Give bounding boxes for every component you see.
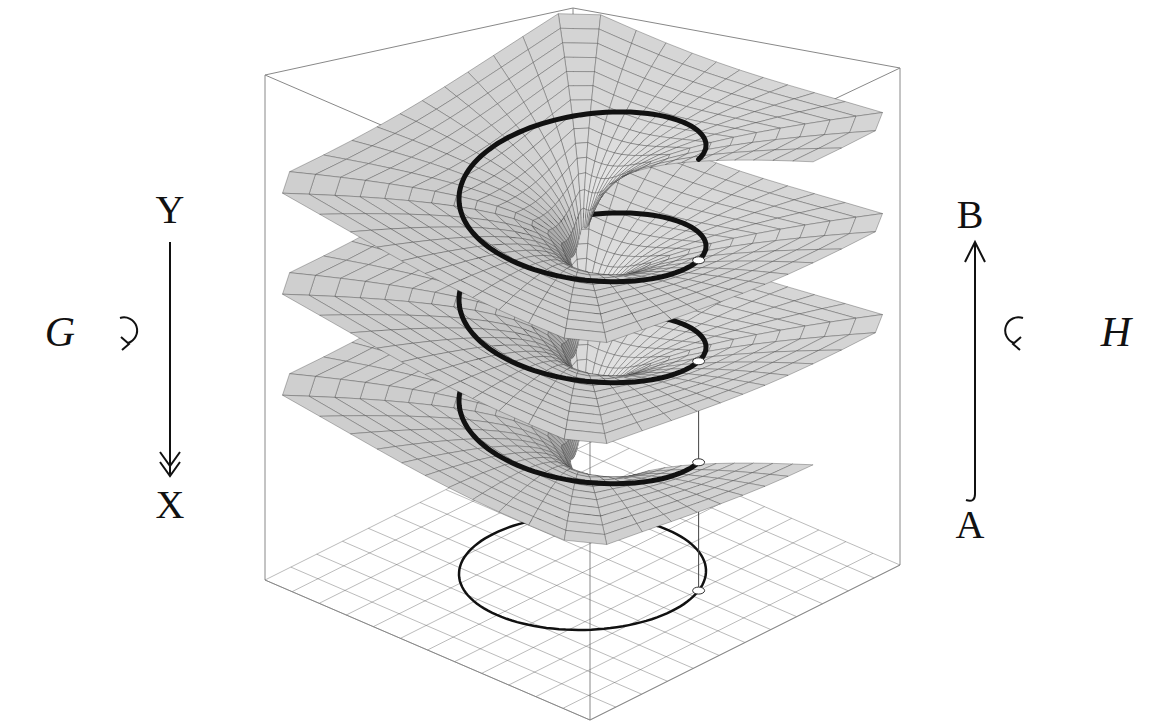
sheet-facet	[819, 333, 876, 351]
grid-line	[563, 553, 873, 708]
sheet-facet	[635, 164, 658, 172]
grid-line	[455, 507, 765, 662]
sheet-facet	[770, 363, 813, 375]
sheet-facet	[565, 57, 597, 71]
sheet-facet	[819, 232, 876, 250]
axis-label: H	[1101, 311, 1131, 353]
sheet-facet	[770, 262, 813, 274]
sheet-facet	[283, 374, 316, 397]
sheet-facet	[850, 214, 883, 234]
sheet-facet	[605, 322, 643, 343]
sheet-facet	[793, 350, 842, 364]
base-dot	[693, 587, 705, 594]
branch-dot	[693, 358, 705, 365]
sheet-facet	[819, 131, 876, 149]
sheet-facet	[283, 172, 316, 195]
sheet-facet	[850, 315, 883, 335]
sheet-facet	[320, 416, 371, 434]
grid-line	[343, 541, 668, 681]
sheet-facet	[601, 180, 617, 197]
axis-label: B	[957, 195, 984, 235]
sheet-facet	[588, 474, 600, 477]
sheet-facet	[283, 273, 316, 296]
sheet-facet	[529, 416, 566, 439]
base-grid	[265, 425, 900, 720]
sheet-facet	[499, 505, 534, 525]
sheet-facet	[599, 183, 613, 195]
grid-line	[317, 554, 642, 694]
branch-dot	[693, 459, 705, 466]
grid-line	[536, 542, 846, 697]
sheet-facet	[473, 392, 507, 411]
sheet-facet	[350, 331, 395, 348]
sheet-facet	[637, 413, 672, 430]
sheet-facet	[350, 230, 395, 247]
sheet-facet	[560, 28, 599, 43]
sheet-facet	[283, 395, 343, 416]
axis-label: X	[156, 485, 185, 525]
sheet-facet	[575, 143, 587, 159]
orientation-arrows	[120, 242, 1023, 501]
base-circle	[459, 515, 706, 630]
sheet-facet	[283, 193, 343, 214]
sheet-facet	[567, 72, 595, 86]
sheet-facet	[574, 128, 589, 143]
sheet-facet	[605, 524, 643, 545]
grid-line	[575, 425, 900, 565]
sheet-facet	[558, 14, 600, 29]
sheet-facet	[605, 423, 643, 444]
sheet-facet	[564, 530, 606, 544]
sheet-facet	[529, 517, 566, 540]
branch-dot	[693, 257, 705, 264]
sheet-facet	[588, 373, 600, 376]
sheet-facet	[850, 113, 883, 133]
sheet-facet	[499, 404, 534, 424]
sheet-facet	[499, 303, 534, 323]
sheet-facet	[793, 148, 842, 162]
sheet-facet	[408, 288, 435, 304]
sheet-facet	[793, 249, 842, 263]
sheet-facet	[637, 514, 672, 531]
grid-line	[509, 530, 819, 685]
sheet-facet	[320, 315, 371, 333]
axis-label: G	[45, 311, 75, 353]
bounding-box	[265, 8, 900, 720]
sheet-facet	[473, 493, 507, 512]
sheet-facet	[408, 389, 435, 405]
sheet-facet	[473, 291, 507, 310]
axis-label: A	[956, 505, 985, 545]
sheet-facet	[385, 184, 413, 201]
bounding-box-front	[265, 565, 900, 720]
grid-line	[482, 518, 792, 673]
sheet-facet	[350, 432, 395, 449]
sheet-facet	[588, 272, 600, 275]
sheet-facet	[529, 315, 566, 338]
grid-line	[368, 528, 693, 668]
grid-line	[291, 567, 616, 707]
grid-line	[394, 515, 719, 655]
axis-label: Y	[156, 190, 185, 230]
sheet-facet	[408, 187, 435, 203]
sheet-facet	[609, 175, 626, 185]
sheet-facet	[385, 386, 413, 403]
riemann-sheets	[283, 14, 883, 630]
helix-curve	[459, 213, 706, 383]
sheet-facet	[592, 195, 601, 209]
sheet-facet	[563, 43, 598, 58]
sheet-facet	[577, 157, 587, 174]
sheet-facet	[385, 285, 413, 302]
helix-curve	[459, 112, 706, 282]
grid-line	[420, 503, 745, 643]
sheet-facet	[564, 429, 606, 443]
sheet-facet	[568, 86, 593, 100]
sheet-facet	[283, 294, 343, 315]
sheet-facet	[770, 464, 813, 476]
sheet-facet	[320, 214, 371, 232]
sheet-facet	[637, 312, 672, 329]
sheet-facet	[564, 328, 606, 342]
helix-curve	[459, 314, 706, 484]
